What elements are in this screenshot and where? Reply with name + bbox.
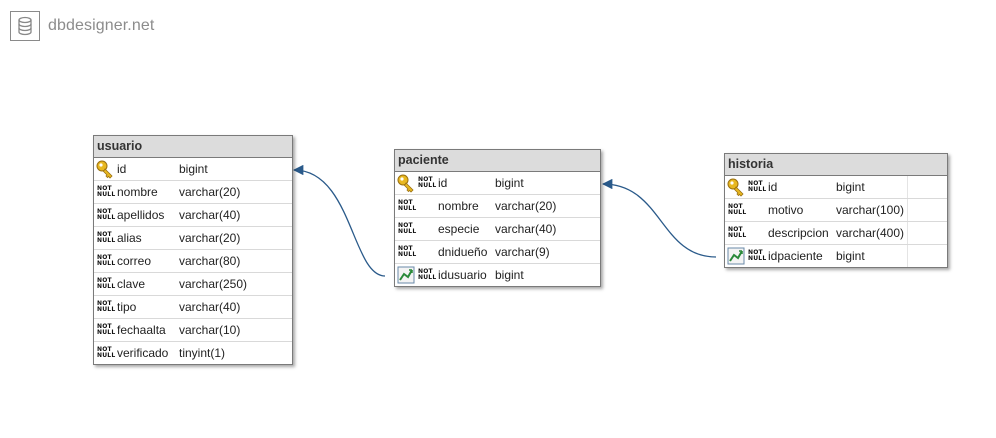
table-row[interactable]: id bigint	[94, 158, 292, 181]
table-title: paciente	[395, 150, 600, 172]
table-title: usuario	[94, 136, 292, 158]
column-type: varchar(100)	[836, 203, 905, 217]
brand[interactable]: dbdesigner.net	[10, 10, 154, 42]
column-type: varchar(400)	[836, 226, 905, 240]
column-type: bigint	[836, 180, 865, 194]
column-name: clave	[117, 277, 146, 291]
table-title: historia	[725, 154, 947, 176]
column-type: varchar(40)	[495, 222, 557, 236]
column-name: descripcion	[768, 226, 829, 240]
column-name: id	[768, 180, 778, 194]
foreign-key-icon	[725, 245, 749, 269]
column-type: varchar(80)	[179, 254, 241, 268]
column-type: varchar(10)	[179, 323, 241, 337]
foreign-key-icon	[395, 264, 419, 288]
brand-name: dbdesigner.net	[48, 17, 155, 34]
primary-key-icon	[725, 176, 749, 200]
database-icon	[10, 11, 40, 41]
column-type: bigint	[495, 268, 524, 282]
column-divider	[907, 176, 908, 198]
column-name: nombre	[438, 199, 479, 213]
column-name: id	[438, 176, 448, 190]
column-type: varchar(20)	[179, 185, 241, 199]
column-type: bigint	[495, 176, 524, 190]
column-type: varchar(20)	[495, 199, 557, 213]
column-name: idusuario	[438, 268, 487, 282]
column-name: nombre	[117, 185, 158, 199]
column-name: correo	[117, 254, 152, 268]
column-divider	[907, 199, 908, 221]
column-type: varchar(40)	[179, 208, 241, 222]
column-name: motivo	[768, 203, 804, 217]
column-type: bigint	[836, 249, 865, 263]
relation-historia-paciente[interactable]	[601, 178, 717, 258]
relation-paciente-usuario[interactable]	[292, 164, 386, 277]
column-type: tinyint(1)	[179, 346, 226, 360]
column-name: dnidueño	[438, 245, 488, 259]
primary-key-icon	[395, 172, 419, 196]
primary-key-icon	[94, 158, 118, 182]
column-name: apellidos	[117, 208, 165, 222]
column-divider	[907, 245, 908, 267]
column-name: verificado	[117, 346, 169, 360]
column-divider	[907, 222, 908, 244]
column-name: id	[117, 162, 127, 176]
column-type: varchar(20)	[179, 231, 241, 245]
column-name: fechaalta	[117, 323, 166, 337]
column-type: bigint	[179, 162, 208, 176]
column-name: tipo	[117, 300, 137, 314]
column-type: varchar(40)	[179, 300, 241, 314]
column-type: varchar(250)	[179, 277, 248, 291]
column-name: idpaciente	[768, 249, 823, 263]
column-type: varchar(9)	[495, 245, 550, 259]
column-name: especie	[438, 222, 480, 236]
column-name: alias	[117, 231, 142, 245]
